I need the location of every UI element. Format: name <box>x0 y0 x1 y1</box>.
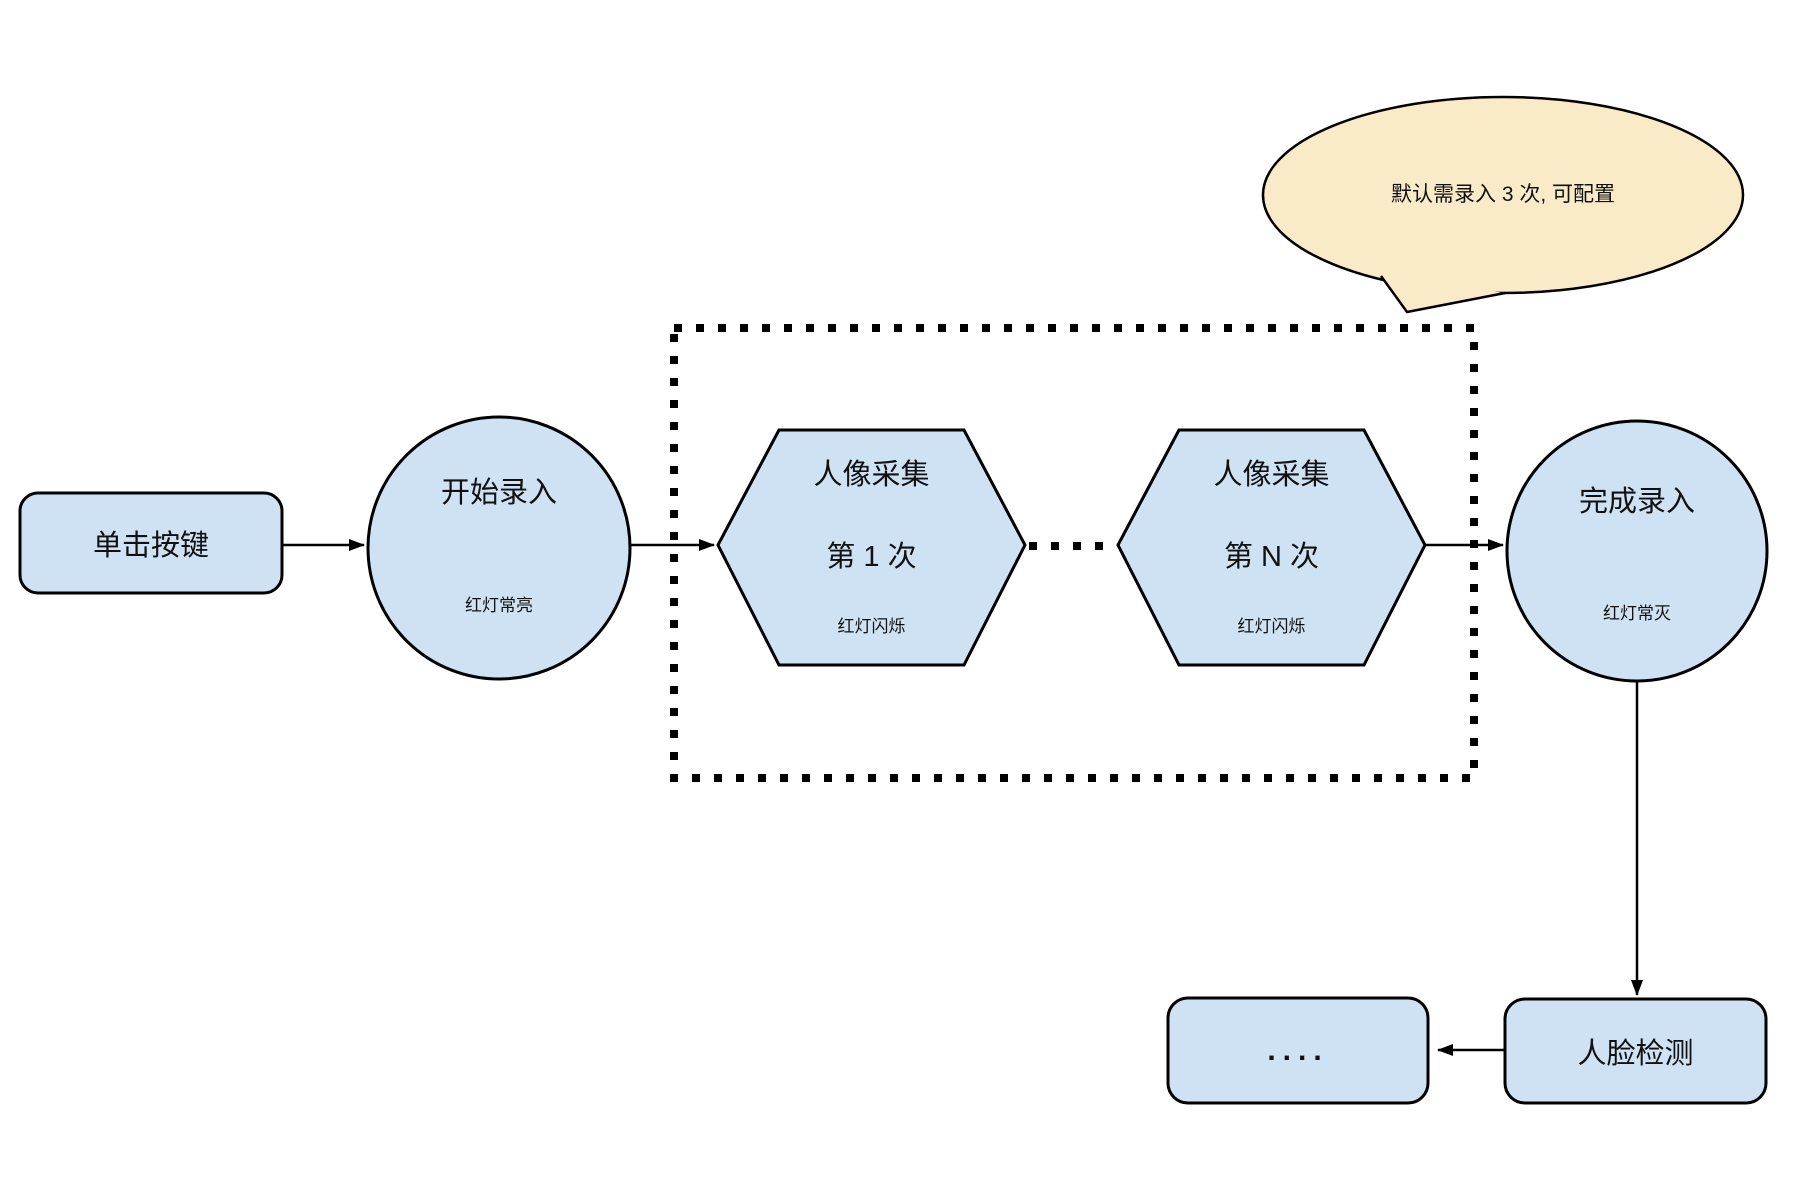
capture-group-dotted-box <box>670 324 1478 782</box>
capture-n-title: 人像采集 <box>1213 459 1330 491</box>
callout-label: 默认需录入 3 次, 可配置 <box>1390 183 1616 206</box>
click-button-label: 单击按键 <box>92 530 209 562</box>
capture-1-status: 红灯闪烁 <box>837 617 906 636</box>
capture-n-status: 红灯闪烁 <box>1237 617 1306 636</box>
face-detection-label: 人脸检测 <box>1577 1038 1694 1070</box>
click-button-node <box>18 491 284 595</box>
start-capture-label: 开始录入 <box>440 477 557 509</box>
start-capture-node <box>366 415 632 681</box>
finish-capture-node <box>1505 419 1769 683</box>
start-capture-status: 红灯常亮 <box>465 596 533 615</box>
capture-1-node <box>716 428 1027 667</box>
capture-1-title: 人像采集 <box>813 459 930 491</box>
finish-capture-label: 完成录入 <box>1578 486 1695 518</box>
finish-capture-status: 红灯常灭 <box>1603 604 1671 623</box>
capture-1-subtitle: 第 1 次 <box>826 541 917 573</box>
continuation-label: .... <box>1267 1033 1329 1067</box>
continuation-node <box>1166 996 1430 1105</box>
capture-n-subtitle: 第 N 次 <box>1223 541 1320 573</box>
callout-bubble-tail <box>1379 275 1506 314</box>
